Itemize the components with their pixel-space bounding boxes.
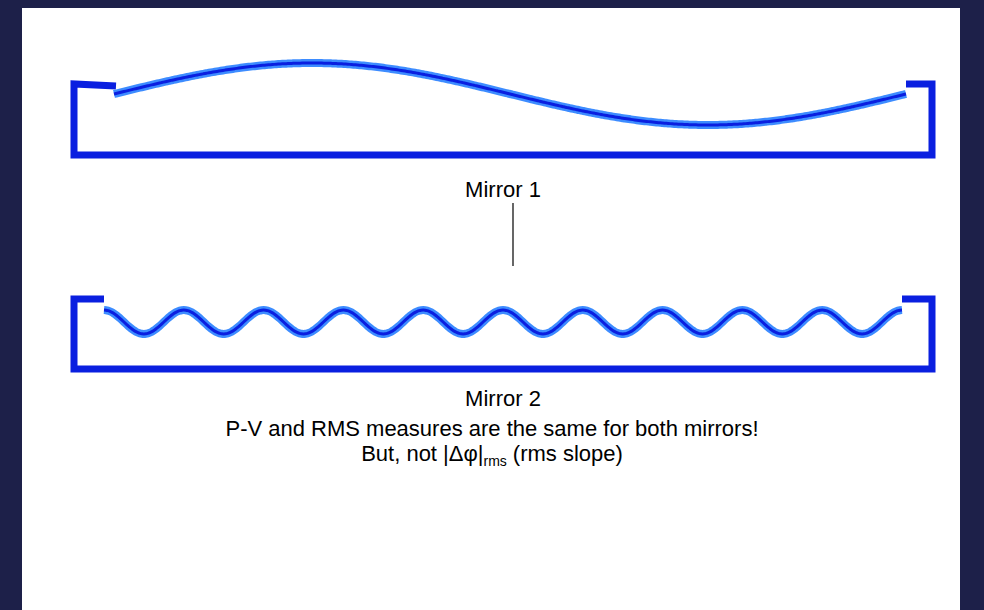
- mirror-2-body: [74, 299, 932, 369]
- subscript: rms: [484, 453, 507, 469]
- mirror-label: Mirror 2: [465, 386, 541, 411]
- mirror-surface-core: [114, 63, 906, 125]
- mirror: Mirror 2: [70, 290, 936, 411]
- note-line: But, not |Δφ|rms (rms slope): [0, 441, 984, 474]
- note-text: (rms slope): [513, 441, 623, 466]
- leader-line: [512, 203, 513, 266]
- note-text: But, not |Δφ|: [361, 441, 483, 466]
- mirror-label: Mirror 1: [465, 177, 541, 202]
- mirror: Mirror 1: [70, 60, 936, 202]
- mirror-surface: [114, 63, 906, 125]
- mirror-surface-core: [104, 310, 902, 334]
- mirror-surface: [104, 310, 902, 334]
- note-line: P-V and RMS measures are the same for bo…: [0, 416, 984, 441]
- note-text: P-V and RMS measures are the same for bo…: [225, 416, 758, 441]
